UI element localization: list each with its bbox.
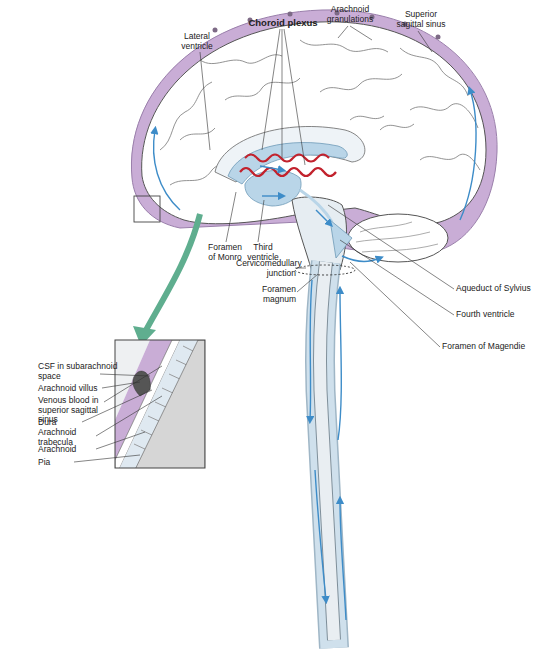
anatomy-label: Lateral ventricle — [168, 32, 226, 51]
choroid-plexus — [245, 155, 329, 162]
anatomy-label: Aqueduct of Sylvius — [456, 284, 542, 294]
spinal-subarachnoid-space — [320, 262, 334, 648]
inset-marker — [134, 196, 160, 222]
spinal-subarachnoid-space — [320, 262, 334, 648]
anatomy-label: Pia — [38, 458, 78, 468]
fourth-ventricle — [330, 220, 352, 258]
anatomy-label: Superior sagittal sinus — [396, 10, 446, 29]
anatomy-label: Choroid plexus — [238, 18, 328, 28]
anatomy-label: Foramen magnum — [236, 285, 296, 304]
cerebellar-folia — [356, 222, 438, 252]
anatomy-label: Foramen of Magendie — [442, 342, 542, 352]
aqueduct — [300, 190, 332, 222]
meninges-inset — [115, 340, 205, 468]
inset-arrow — [145, 214, 200, 332]
anatomy-label: Dura — [38, 418, 98, 428]
anatomy-label: Arachnoid granulations — [322, 5, 378, 24]
gyri — [160, 40, 480, 185]
cerebrum — [142, 22, 486, 224]
anatomy-label: Fourth ventricle — [456, 310, 542, 320]
anatomy-label: Arachnoid villus — [38, 384, 122, 394]
inset-frame — [115, 340, 205, 468]
anatomy-label: CSF in subarachnoid space — [38, 362, 122, 381]
anatomy-label: Arachnoid — [38, 445, 98, 455]
leader-lines — [74, 26, 454, 462]
spinal-cord — [320, 262, 334, 640]
junction-ring — [295, 265, 355, 275]
spinal-cord — [320, 262, 334, 640]
anatomy-label: Cervicomedullary junction — [236, 259, 296, 278]
choroid-plexus — [240, 168, 336, 176]
